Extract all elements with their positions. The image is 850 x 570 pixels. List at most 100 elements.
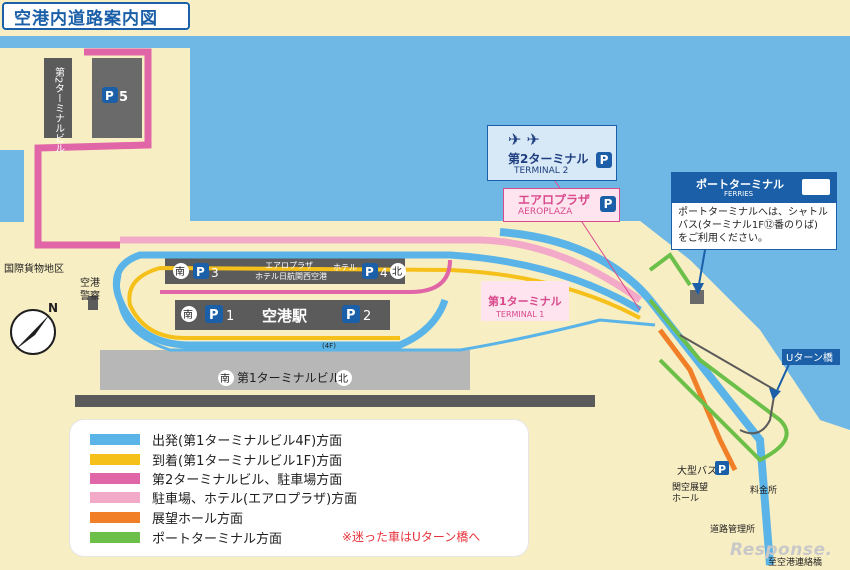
road-office-label: 道路管理所 [710,523,755,535]
observation-label-1: 関空展望 [672,481,708,493]
sea-east [640,221,850,430]
to-bridge-label: 至空港連絡橋 [768,556,822,568]
map-title: 空港内道路案内図 [2,2,190,30]
ferry-arrow [692,283,704,295]
hotel-name-line2: ホテル日航関西空港 [255,271,327,281]
observation-label-2: ホール [672,493,699,504]
legend-label: 到着(第1ターミナルビル1F)方面 [152,453,343,469]
road-main-east [499,228,774,566]
legend-row: 駐車場、ホテル(エアロプラザ)方面 [90,488,358,507]
t1-block [100,350,470,390]
road-arrivals [127,265,641,340]
svg-text:北: 北 [392,266,402,278]
ferry-en: FERRIES [724,190,754,198]
aeroplaza-parking-icon: P [600,196,616,212]
svg-text:TERMINAL 1: TERMINAL 1 [495,310,544,319]
svg-text:3: 3 [211,266,219,280]
ferry-ship-icon [802,179,830,195]
legend-label: 出発(第1ターミナルビル4F)方面 [152,433,343,449]
legend-row: 第2ターミナルビル、駐車場方面 [90,469,342,488]
t2-building-block [44,58,72,138]
svg-text:P: P [346,308,356,323]
legend-row: 展望ホール方面 [90,508,244,527]
p1-badge: 南 P 1 [181,305,234,324]
p2-badge: P 2 [342,305,371,324]
legend-label: 駐車場、ホテル(エアロプラザ)方面 [152,491,358,507]
intl-cargo-label: 国際貨物地区 [4,262,64,275]
bus-label: 大型バス P [677,461,729,477]
road-departures-outer [116,274,656,352]
legend-row: 到着(第1ターミナルビル1F)方面 [90,450,343,469]
ferry-header: ポートターミナル FERRIES [672,173,836,203]
svg-text:1: 1 [226,309,234,324]
terminal2-parking-icon: P [596,152,612,168]
svg-text:5: 5 [119,90,128,105]
legend-swatch [90,433,140,445]
ferry-building [690,290,704,304]
legend: 出発(第1ターミナルビル4F)方面 到着(第1ターミナルビル1F)方面 第2ター… [70,420,528,556]
ferry-box: ポートターミナル FERRIES ポートターミナルへは、シャトル バス(ターミナ… [671,172,837,250]
legend-note: ※迷った車はUターン橋へ [342,530,481,544]
svg-text:P: P [196,265,205,279]
t2-building-label: 第2ターミナルビル [53,66,65,154]
road-ferry [648,298,789,463]
police-label-2: 警察 [80,289,100,302]
road-inner-loop [160,259,452,294]
ferry-note-line3: をご利用ください。 [678,233,768,244]
svg-text:南: 南 [175,265,185,278]
ferry-note-line2: バス(ターミナル1F⑫番のりば) [678,220,818,231]
aeroplaza-jp: エアロプラザ [518,193,591,207]
terminal2-jp: 第2ターミナル [508,152,589,166]
svg-text:南: 南 [220,372,230,385]
watermark: Response. [730,540,833,560]
sea-left-strip [0,150,24,222]
road-t2-loop [34,48,152,249]
svg-text:P: P [718,463,726,476]
terminal2-plane-icon: ✈ ✈ [508,130,540,149]
ferry-note: ポートターミナルへは、シャトル バス(ターミナル1F⑫番のりば) をご利用くださ… [672,203,836,248]
p3-badge: 南 P 3 [173,263,219,280]
tollgate-label: 料金所 [750,484,777,496]
uturn-arrow [769,388,781,400]
svg-text:4: 4 [380,266,388,280]
terminal2-en: TERMINAL 2 [514,166,569,176]
terminal2-box: ✈ ✈ 第2ターミナル TERMINAL 2 P [487,125,617,181]
legend-row: 出発(第1ターミナルビル4F)方面 [90,430,343,449]
land-north-pier [0,48,24,150]
police-label-1: 空港 [80,276,100,289]
level-4f: (4F) [322,342,336,350]
hotel-name-line1: エアロプラザ [265,261,313,270]
legend-label: ポートターミナル方面 [152,531,283,547]
legend-swatch [90,453,140,465]
road-aeroplaza [120,236,643,303]
terminal1-label: 第1ターミナル TERMINAL 1 [481,281,569,321]
legend-swatch [90,491,140,503]
map-title-text: 空港内道路案内図 [14,8,158,29]
ferry-jp: ポートターミナル [696,178,784,191]
legend-swatch [90,531,140,543]
t1-label: 南 第1ターミナルビル 北 [218,370,352,386]
road-uturn [679,334,777,435]
legend-label: 展望ホール方面 [152,511,244,527]
svg-text:P: P [209,308,219,323]
svg-text:Uターン橋: Uターン橋 [786,351,833,364]
svg-text:P: P [365,265,374,279]
uturn-label: Uターン橋 [782,349,840,365]
svg-text:北: 北 [338,373,348,385]
legend-swatch [90,511,140,523]
hotel-label: ホテル [333,263,357,272]
police-block [88,296,98,310]
legend-row: ポートターミナル方面 [90,528,283,547]
uturn-pointer [774,361,791,396]
svg-text:P: P [105,89,114,103]
ferry-note-line1: ポートターミナルへは、シャトル [678,207,828,218]
p5-badge: P 5 [102,87,128,105]
svg-text:第1ターミナル: 第1ターミナル [488,294,562,308]
legend-swatch [90,472,140,484]
t1-strip [75,395,595,407]
p4-badge: P 4 北 [362,263,406,280]
aeroplaza-en: AEROPLAZA [518,207,573,217]
compass-needle [15,314,50,350]
svg-text:南: 南 [183,308,193,321]
compass-n: N [48,301,58,315]
